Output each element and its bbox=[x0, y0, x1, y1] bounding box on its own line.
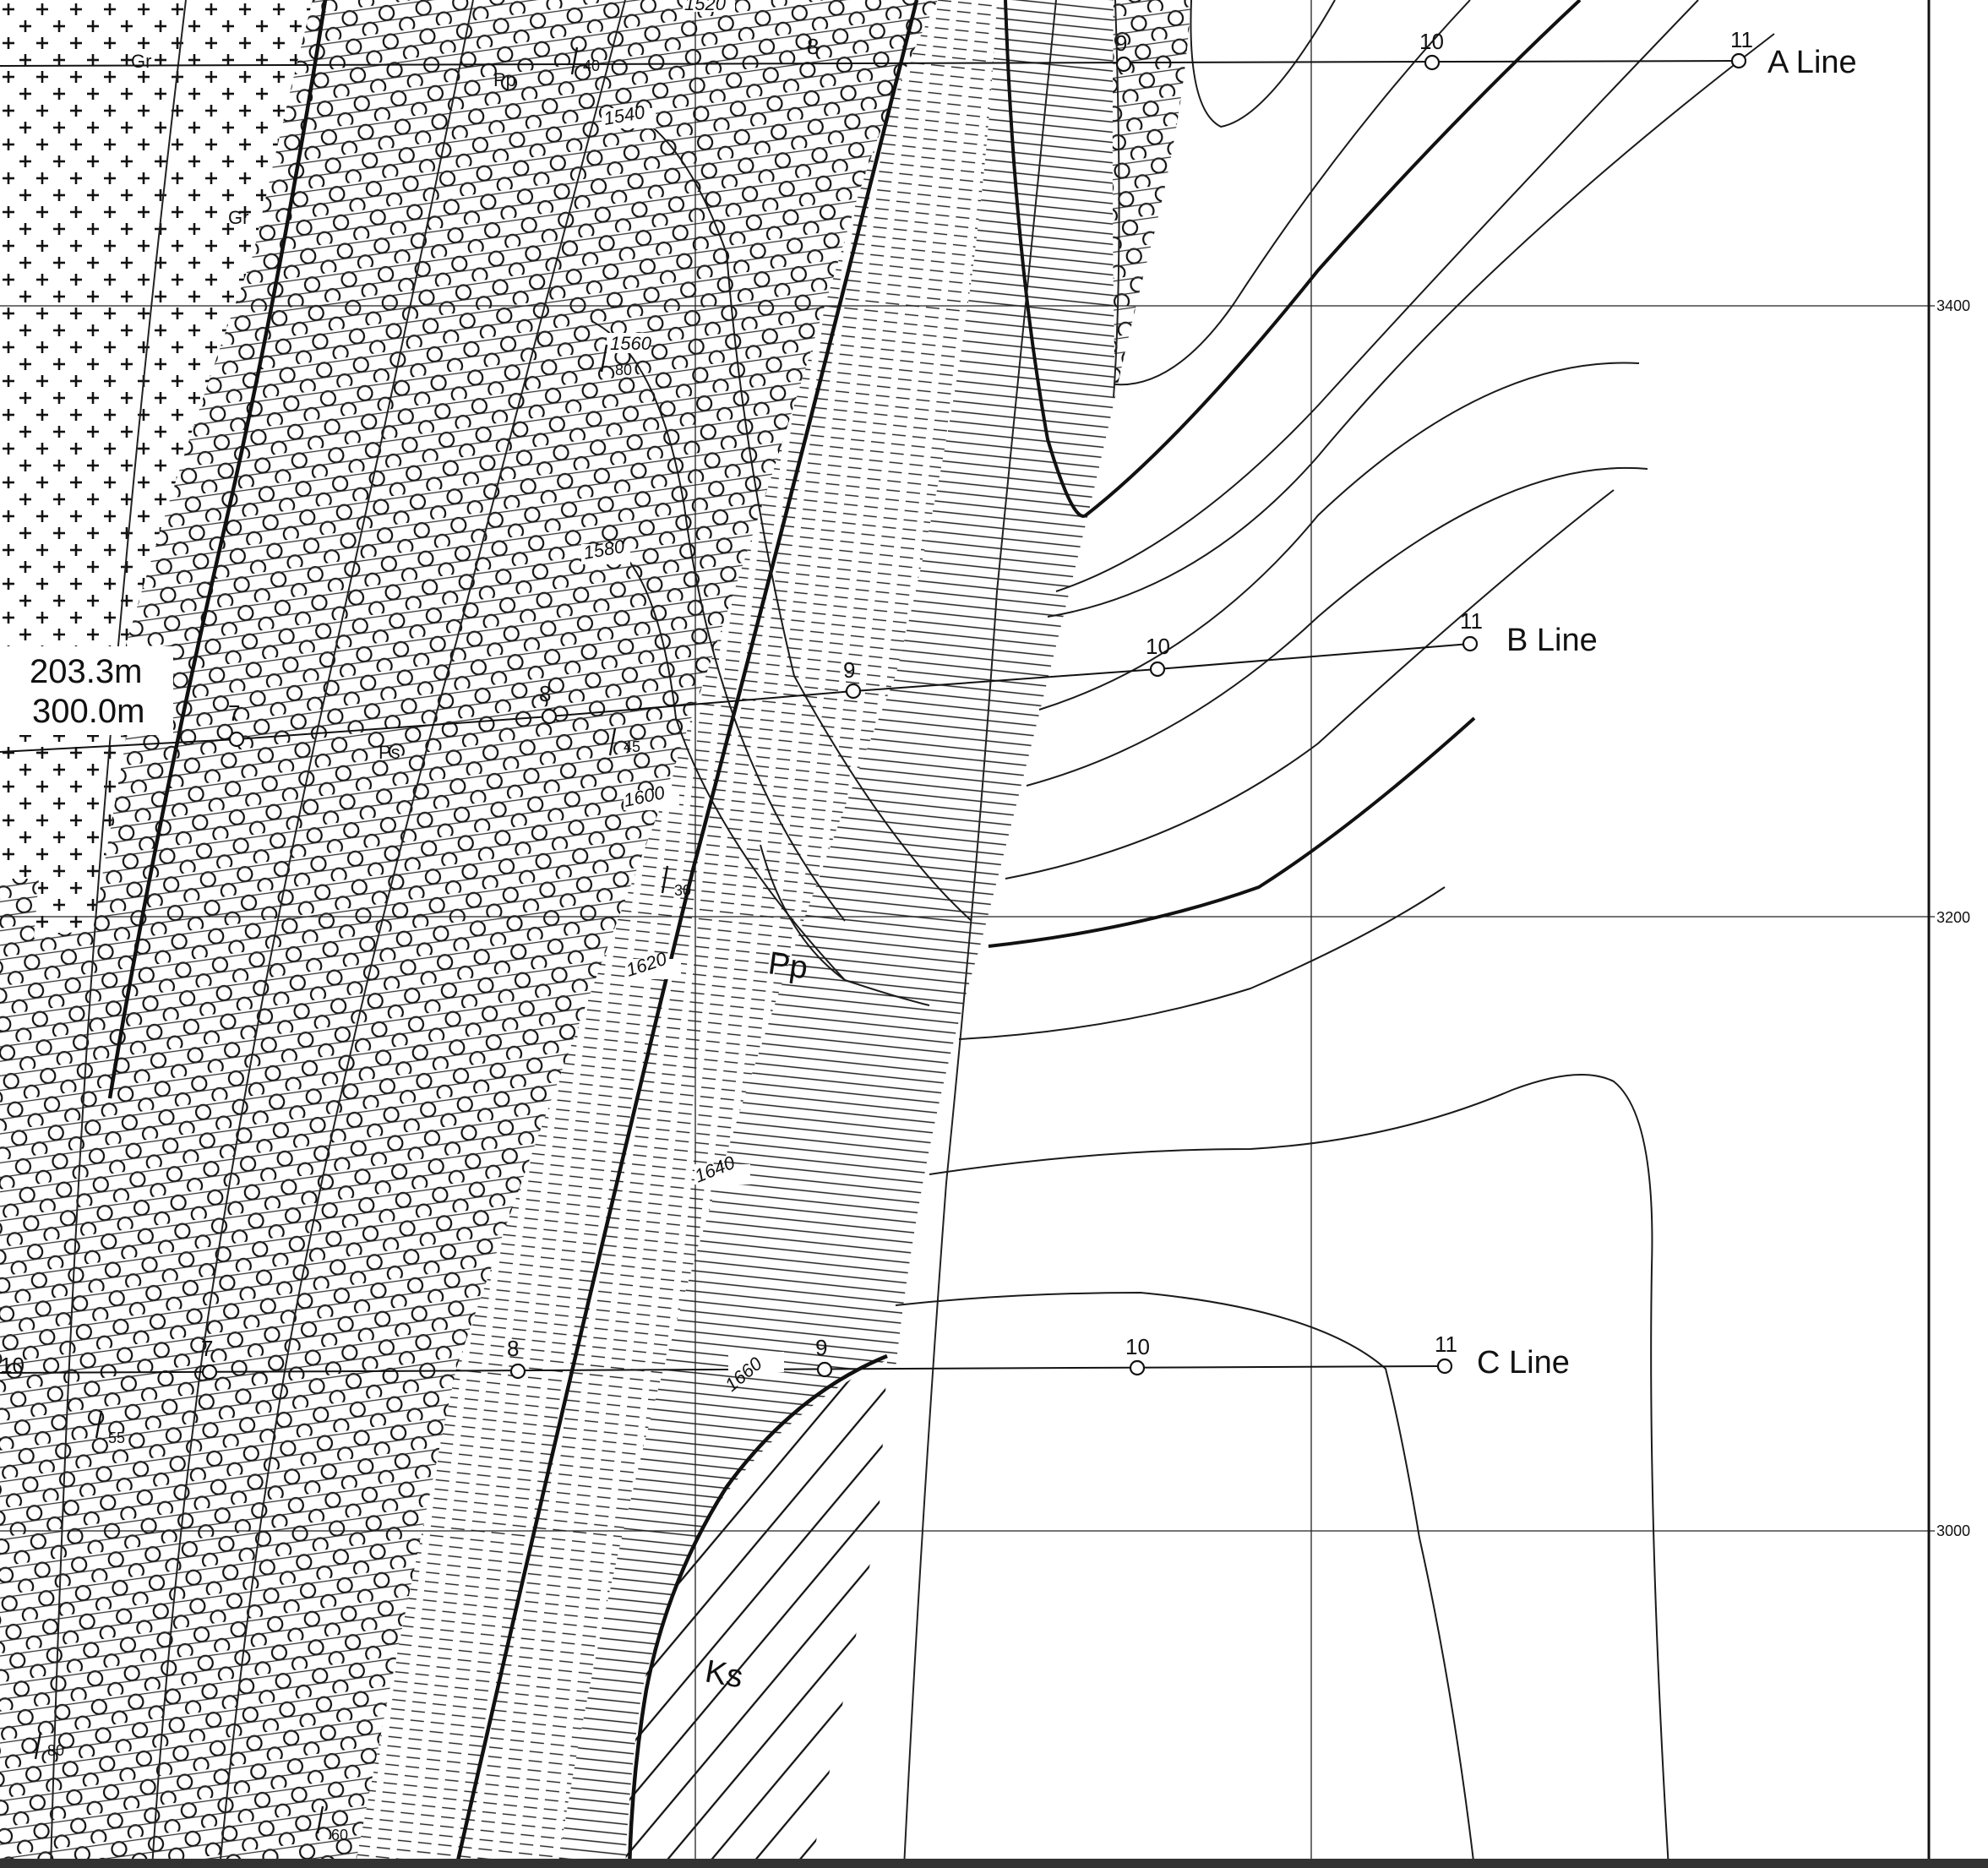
dip-label-45: 45 bbox=[624, 738, 640, 755]
station-c-10-west: 10 bbox=[0, 1353, 25, 1378]
grid-label-3200: 3200 bbox=[1936, 909, 1970, 926]
distance-203: 203.3m bbox=[30, 653, 142, 690]
bottom-edge bbox=[0, 1859, 1988, 1868]
station-b-9: 9 bbox=[843, 657, 855, 683]
dip-label-40: 40 bbox=[583, 57, 600, 74]
station-a-10: 10 bbox=[1419, 29, 1444, 54]
unit-label-ks: Ks bbox=[702, 1654, 745, 1696]
station-c-10: 10 bbox=[1125, 1334, 1150, 1359]
unit-label-gr-north: Gr bbox=[131, 51, 151, 72]
shale-unit-pp bbox=[558, 0, 1132, 1868]
contour-label-1520: 1520 bbox=[684, 0, 727, 14]
ks-boundary bbox=[627, 1353, 888, 1868]
grid-label-3000: 3000 bbox=[1936, 1522, 1970, 1539]
station-c-7: 7 bbox=[201, 1336, 213, 1361]
station-c-9: 9 bbox=[815, 1335, 827, 1360]
fault-west bbox=[107, 0, 328, 1099]
main-fault bbox=[454, 0, 919, 1868]
unit-label-ps: Ps bbox=[379, 742, 400, 763]
distance-annotation: 203.3m 300.0m bbox=[0, 646, 173, 735]
geology-units bbox=[0, 0, 1191, 1868]
station-a-11: 11 bbox=[1730, 27, 1753, 52]
survey-line-b: 7 8 9 10 11 B Line bbox=[0, 608, 1598, 753]
granite-dike bbox=[34, 735, 127, 938]
station-b-11: 11 bbox=[1460, 608, 1483, 634]
contour-label-1560: 1560 bbox=[610, 333, 652, 354]
distance-300: 300.0m bbox=[32, 693, 144, 730]
conglomerate-unit-ps bbox=[0, 0, 938, 1868]
station-c-11: 11 bbox=[1435, 1332, 1457, 1357]
unit-labels: Pp Pp Ps Ks Gr Gr bbox=[131, 51, 810, 1696]
unit-label-gr: Gr bbox=[228, 207, 248, 228]
station-a-8: 8 bbox=[807, 34, 819, 59]
unit-label-pp: Pp bbox=[766, 945, 810, 986]
station-b-8: 8 bbox=[539, 681, 551, 706]
station-a-9: 9 bbox=[1115, 30, 1127, 56]
station-c-8: 8 bbox=[507, 1336, 519, 1361]
grid-labels: 3400 3200 3000 bbox=[1936, 297, 1970, 1539]
station-b-7: 7 bbox=[228, 700, 240, 726]
hatched-unit-ks bbox=[625, 1360, 887, 1868]
grid-label-3400: 3400 bbox=[1936, 297, 1970, 314]
survey-line-a: 8 9 10 11 A Line bbox=[0, 27, 1857, 80]
dip-symbols: 40 80 45 30 55 60 80 bbox=[34, 46, 691, 1843]
survey-line-b-label: B Line bbox=[1506, 623, 1598, 658]
station-b-10: 10 bbox=[1146, 634, 1170, 659]
dip-label-30: 30 bbox=[674, 882, 691, 899]
dip-label-60: 60 bbox=[331, 1827, 348, 1843]
conglomerate-strip-east bbox=[1112, 0, 1191, 397]
unit-label-pp-north: Pp bbox=[493, 69, 516, 90]
survey-line-a-label: A Line bbox=[1767, 45, 1857, 80]
survey-line-c-label: C Line bbox=[1477, 1345, 1570, 1381]
survey-line-c: 10 7 8 9 10 11 C Line bbox=[0, 1332, 1570, 1381]
dip-label-55: 55 bbox=[108, 1430, 125, 1446]
dip-label-80: 80 bbox=[615, 362, 632, 379]
dip-label-80-south: 80 bbox=[47, 1742, 64, 1759]
